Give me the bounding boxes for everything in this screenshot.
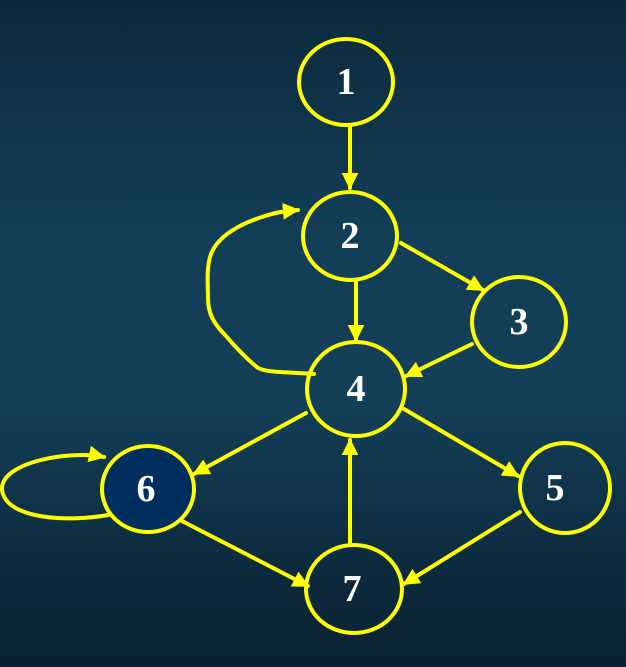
node-6-label: 6 — [137, 468, 156, 510]
node-7-label: 7 — [343, 568, 362, 610]
edge-4-to-6 — [192, 411, 308, 476]
node-5: 5 — [518, 441, 612, 535]
node-6: 6 — [100, 444, 196, 534]
node-4-circle — [305, 340, 407, 438]
edge-2-to-3 — [399, 241, 485, 292]
edge-6-self-loop — [0, 445, 110, 521]
node-6-circle — [100, 444, 196, 534]
node-7: 7 — [304, 543, 404, 635]
node-5-label: 5 — [546, 467, 565, 509]
node-1: 1 — [297, 37, 395, 127]
edge-5-to-7 — [402, 510, 522, 586]
node-2: 2 — [301, 190, 399, 282]
node-4-label: 4 — [347, 368, 366, 410]
node-4: 4 — [305, 340, 407, 438]
node-3-circle — [470, 275, 568, 369]
edge-3-to-4 — [404, 342, 474, 378]
edge-4-to-2 — [205, 202, 316, 376]
node-1-circle — [297, 37, 395, 127]
node-2-circle — [301, 190, 399, 282]
node-5-circle — [518, 441, 612, 535]
edge-4-to-5 — [402, 407, 520, 478]
node-3-label: 3 — [510, 301, 529, 343]
node-7-circle — [304, 543, 404, 635]
edges — [0, 125, 522, 588]
node-2-label: 2 — [341, 215, 360, 257]
nodes: 1 2 3 4 5 6 7 — [100, 37, 612, 635]
node-1-label: 1 — [337, 61, 356, 103]
node-3: 3 — [470, 275, 568, 369]
edge-6-to-7 — [178, 518, 310, 588]
